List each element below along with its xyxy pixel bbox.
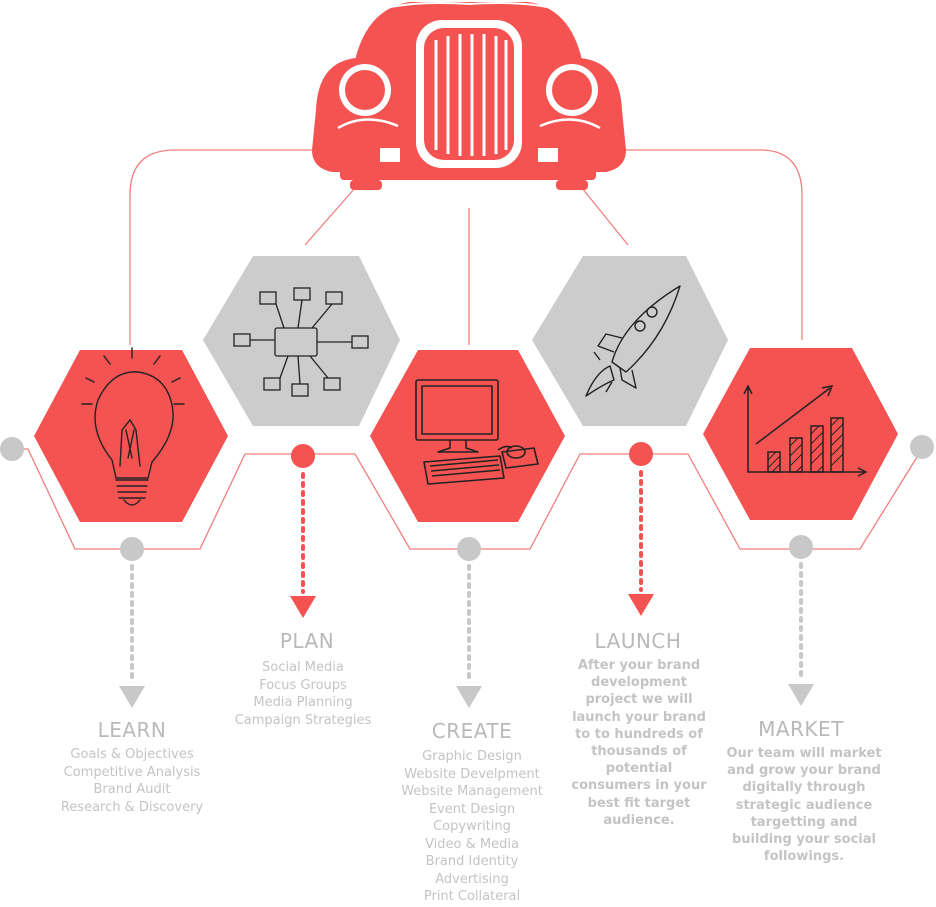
hex-create (370, 350, 565, 522)
rocket-icon (585, 285, 681, 397)
list-item: Campaign Strategies (234, 712, 372, 728)
list-item: Goals & Objectives (70, 747, 194, 762)
dotted-arrows (119, 470, 814, 708)
arrow-create (456, 686, 482, 708)
zigzag-outline (12, 448, 923, 550)
computer-icon (415, 379, 539, 485)
connector-launch (581, 187, 629, 246)
dot-left-end (0, 437, 24, 461)
connector-market (612, 149, 803, 340)
connector-learn (129, 149, 325, 345)
arrow-launch (628, 594, 654, 616)
hex-market (703, 348, 898, 520)
stage-items-plan: Social Media Focus Groups Media Planning… (203, 659, 403, 729)
list-item: Competitive Analysis (63, 764, 201, 780)
list-item: Video & Media (425, 836, 519, 852)
mind-map-icon (233, 287, 369, 397)
dot-plan (291, 444, 315, 468)
arrow-market (788, 684, 814, 706)
connector-plan (304, 187, 356, 246)
stage-description-launch: After your brand development project we … (571, 658, 707, 828)
growth-chart-icon (743, 384, 868, 477)
vintage-car-icon (312, 2, 626, 190)
arrow-plan (290, 596, 316, 618)
list-item: Focus Groups (259, 677, 347, 693)
list-item: Research & Discovery (60, 799, 204, 815)
dot-create (457, 537, 481, 561)
hex-launch (532, 256, 728, 426)
list-item: Website Develpment (404, 766, 540, 782)
list-item: Graphic Design (422, 749, 522, 764)
list-item: Copywriting (433, 819, 511, 834)
stage-title-market: MARKET (758, 717, 844, 741)
stage-items-learn: Goals & Objectives Competitive Analysis … (32, 746, 232, 816)
list-item: Website Management (401, 784, 543, 799)
list-item: Media Planning (253, 695, 353, 710)
list-item: Social Media (262, 660, 344, 675)
dot-launch (629, 442, 653, 466)
list-item: Print Collateral (423, 889, 521, 904)
dot-learn (120, 537, 144, 561)
stage-title-plan: PLAN (279, 629, 335, 653)
car-connectors (129, 149, 803, 345)
lightbulb-icon (81, 347, 185, 506)
hex-plan (203, 256, 400, 426)
hex-learn (34, 350, 228, 522)
stage-items-create: Graphic Design Website Develpment Websit… (369, 748, 575, 906)
timeline-dots (0, 435, 934, 561)
list-item: Event Design (428, 801, 516, 817)
list-item: Brand Identity (425, 854, 519, 869)
stage-title-learn: LEARN (97, 718, 167, 742)
stage-title-launch: LAUNCH (594, 629, 682, 653)
dot-right-end (910, 435, 934, 459)
list-item: Advertising (435, 871, 509, 887)
list-item: Brand Audit (93, 782, 171, 797)
stage-description-market: Our team will market and grow your brand… (726, 746, 882, 865)
dot-market (789, 535, 813, 559)
arrow-learn (119, 686, 145, 708)
stage-title-create: CREATE (431, 719, 513, 743)
